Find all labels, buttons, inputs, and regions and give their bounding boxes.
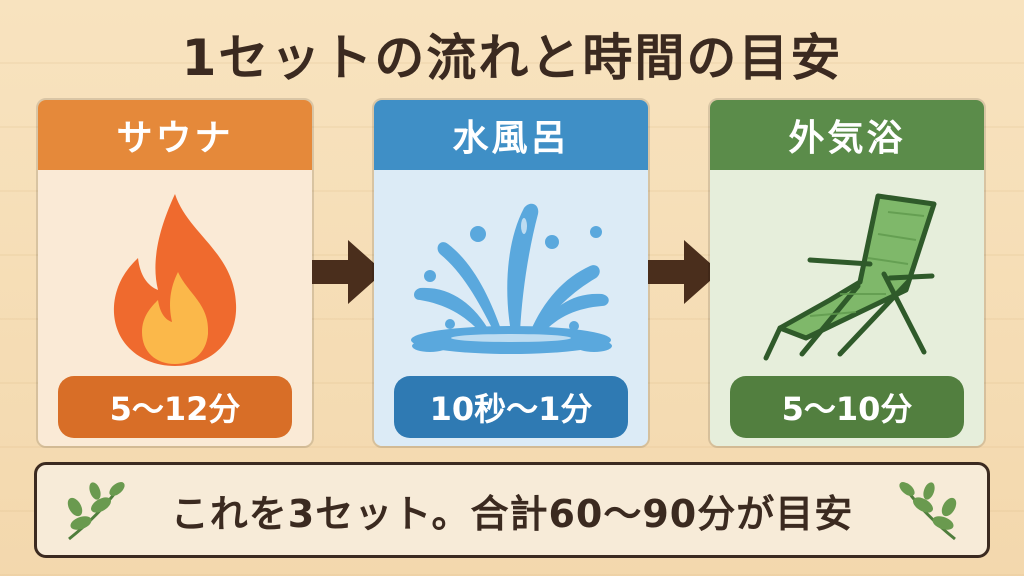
step-body: 5～12分 [38, 170, 312, 446]
step-body: 10秒～1分 [374, 170, 648, 446]
step-body: 5～10分 [710, 170, 984, 446]
time-badge: 10秒～1分 [394, 376, 628, 438]
step-card-cold-bath: 水風呂 10秒～1分 [372, 98, 650, 448]
step-label: サウナ [38, 100, 312, 170]
leaf-sprig-icon [899, 482, 957, 541]
time-badge: 5～10分 [730, 376, 964, 438]
water-splash-icon [411, 203, 612, 354]
lounge-chair-icon [763, 193, 937, 361]
summary-text: これを3セット。合計60～90分が目安 [170, 491, 854, 536]
arrow-right-icon [648, 240, 720, 304]
step-card-sauna: サウナ 5～12分 [36, 98, 314, 448]
step-card-outdoor-rest: 外気浴 5～10分 [708, 98, 986, 448]
flame-icon [113, 194, 237, 366]
time-badge: 5～12分 [58, 376, 292, 438]
step-label: 水風呂 [374, 100, 648, 170]
summary-banner: これを3セット。合計60～90分が目安 [34, 462, 990, 558]
step-label: 外気浴 [710, 100, 984, 170]
page-title: 1セットの流れと時間の目安 [181, 29, 843, 87]
leaf-sprig-icon [67, 482, 125, 541]
arrow-right-icon [312, 240, 384, 304]
